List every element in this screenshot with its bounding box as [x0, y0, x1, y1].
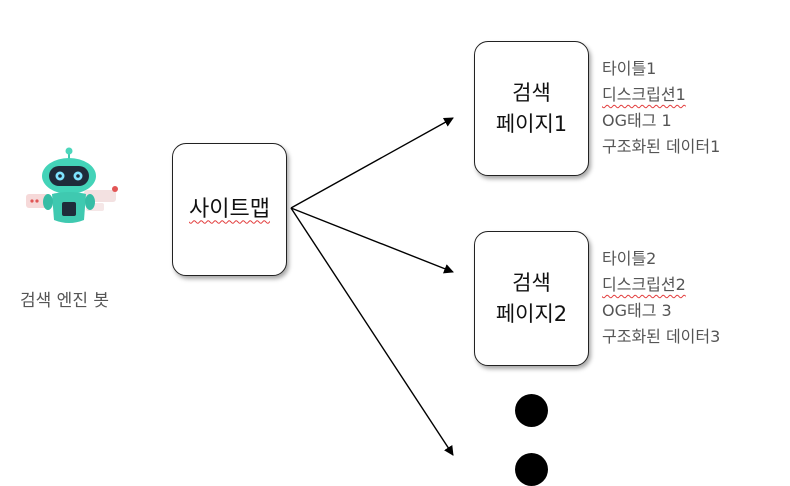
bot-caption: 검색 엔진 봇: [20, 286, 109, 311]
robot-icon: [26, 147, 118, 223]
meta-item: 타이틀1: [602, 59, 657, 78]
bot-caption-text: 검색 엔진 봇: [20, 291, 110, 311]
meta-item: OG태그 3: [602, 301, 672, 320]
meta-item: 구조화된 데이터1: [602, 137, 721, 156]
arrow-to-more: [290, 207, 454, 456]
search-page-1-title-line2: 페이지1: [495, 111, 568, 136]
meta-item: 디스크립션1: [602, 82, 720, 108]
ellipsis-dot: [515, 394, 548, 427]
meta-item-text: 디스크립션2: [602, 275, 686, 294]
meta-item: OG태그 1: [602, 111, 672, 130]
search-page-2-meta-list: 타이틀2 디스크립션2 OG태그 3 구조화된 데이터3: [602, 246, 720, 350]
search-page-2-title-line2: 페이지2: [495, 301, 568, 326]
meta-item: 구조화된 데이터3: [602, 327, 721, 346]
search-page-2-box: 검색 페이지2: [474, 231, 589, 366]
search-page-1-title: 검색 페이지1: [496, 78, 567, 139]
meta-item: 디스크립션2: [602, 272, 720, 298]
search-page-1-box: 검색 페이지1: [474, 41, 589, 176]
arrow-to-page1: [290, 117, 454, 209]
search-page-2-title-line1: 검색: [512, 271, 551, 296]
arrow-to-page2: [290, 207, 454, 274]
sitemap-box: 사이트맵: [172, 143, 287, 276]
sitemap-label: 사이트맵: [189, 196, 270, 222]
search-page-1-meta-list: 타이틀1 디스크립션1 OG태그 1 구조화된 데이터1: [602, 56, 720, 160]
ellipsis-dot: [515, 453, 548, 486]
meta-item-text: 디스크립션1: [602, 85, 686, 104]
search-page-1-title-line1: 검색: [512, 81, 551, 106]
meta-item: 타이틀2: [602, 249, 657, 268]
search-page-2-title: 검색 페이지2: [496, 268, 567, 329]
